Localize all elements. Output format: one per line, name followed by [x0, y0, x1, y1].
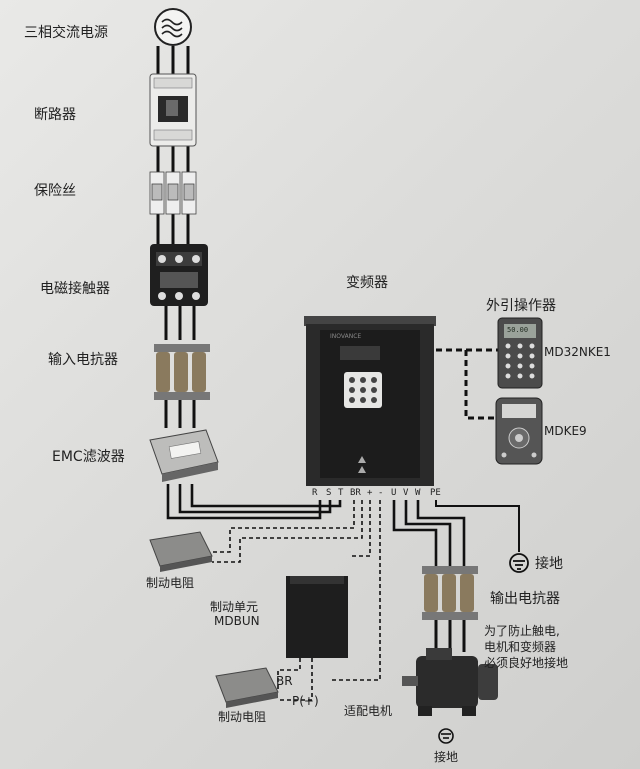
terminal-r: R [312, 488, 318, 498]
ground-symbol-1 [509, 553, 529, 573]
keypad-mdke9-icon [495, 397, 543, 465]
ac-source-icon [154, 8, 192, 46]
inverter-brand: INOVANCE [330, 333, 362, 340]
output-reactor-icon [422, 566, 478, 620]
supply-wires [156, 46, 196, 428]
terminal-v: V [403, 488, 409, 498]
braking-resistor-1-label: 制动电阻 [146, 576, 195, 590]
ground-label: 接地 [535, 556, 563, 572]
keypad-md32nke1-label: MD32NKE1 [544, 345, 611, 359]
external-keypad-title: 外引操作器 [486, 298, 556, 314]
warning-line-1: 为了防止触电, [484, 624, 560, 638]
filter-to-inverter-wires [166, 484, 342, 520]
ground-wire [435, 500, 520, 552]
inverter-icon [304, 316, 436, 486]
braking-unit-icon [286, 576, 348, 658]
terminal-plus: + [367, 488, 373, 498]
ground-symbol-2 [438, 728, 454, 744]
unit-terminal-br: BR [276, 674, 293, 688]
output-wires [392, 500, 466, 566]
keypad-display: 50.00 [507, 326, 529, 334]
braking-resistor-2-icon [215, 667, 279, 708]
terminal-pe: PE [430, 488, 441, 498]
emc-filter-icon [149, 429, 219, 482]
terminal-br: BR [350, 488, 361, 498]
braking-unit-wires [330, 500, 381, 681]
warning-line-3: 必须良好地接地 [484, 656, 569, 670]
power-source-label: 三相交流电源 [24, 25, 108, 41]
fuse-label: 保险丝 [34, 183, 76, 199]
input-reactor-label: 输入电抗器 [48, 352, 118, 368]
terminal-s: S [326, 488, 332, 498]
breaker-icon [149, 73, 197, 147]
terminal-minus: - [378, 488, 384, 498]
unit-terminal-p: P(+) [292, 694, 319, 708]
contactor-icon [150, 244, 208, 306]
braking-resistor-1-wires [212, 500, 363, 563]
braking-resistor-1-icon [149, 531, 213, 572]
motor-icon [402, 648, 498, 716]
fuse-icon [149, 171, 197, 215]
terminal-w: W [415, 488, 421, 498]
warning-line-2: 电机和变频器 [484, 640, 557, 654]
inverter-label: 变频器 [346, 275, 388, 291]
braking-unit-label-1: 制动单元 [210, 600, 259, 614]
motor-ground-label: 接地 [434, 750, 459, 764]
contactor-label: 电磁接触器 [40, 281, 110, 297]
output-reactor-label: 输出电抗器 [490, 591, 560, 607]
keypad-mdke9-label: MDKE9 [544, 424, 587, 438]
braking-unit-label-2: MDBUN [214, 614, 260, 628]
input-reactor-icon [154, 344, 210, 400]
breaker-label: 断路器 [34, 107, 76, 123]
keypad-links [436, 348, 498, 420]
keypad-md32nke1-icon [497, 317, 543, 389]
motor-label: 适配电机 [344, 704, 393, 718]
reactor-to-motor-wires [434, 620, 466, 652]
terminal-u: U [391, 488, 397, 498]
braking-resistor-2-wires [277, 658, 313, 701]
terminal-t: T [338, 488, 344, 498]
braking-resistor-2-label: 制动电阻 [218, 710, 267, 724]
emc-filter-label: EMC滤波器 [52, 449, 125, 465]
